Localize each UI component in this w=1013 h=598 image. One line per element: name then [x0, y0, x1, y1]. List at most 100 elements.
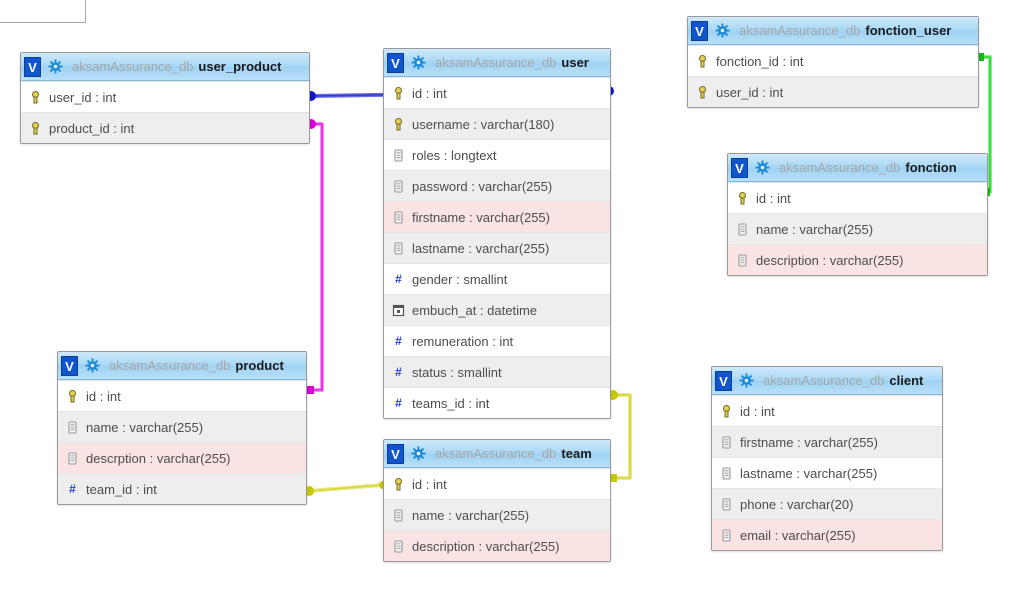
gear-icon[interactable]: [85, 358, 100, 373]
key-icon: [395, 117, 402, 130]
text-icon: [394, 148, 403, 162]
column-row[interactable]: firstname : varchar(255): [712, 426, 942, 457]
column-row[interactable]: user_id : int: [21, 81, 309, 112]
column-row[interactable]: embuch_at : datetime: [384, 294, 610, 325]
column-label: lastname : varchar(255): [740, 465, 878, 481]
column-row[interactable]: name : varchar(255): [58, 411, 306, 442]
column-row[interactable]: product_id : int: [21, 112, 309, 143]
column-row[interactable]: #status : smallint: [384, 356, 610, 387]
view-badge-icon: V: [691, 20, 708, 41]
column-row[interactable]: username : varchar(180): [384, 108, 610, 139]
column-label: firstname : varchar(255): [740, 434, 878, 450]
column-row[interactable]: name : varchar(255): [384, 499, 610, 530]
text-icon: [68, 451, 77, 465]
relation-user-team: [608, 390, 632, 482]
entity-name-label: fonction: [905, 160, 957, 175]
view-badge-icon: V: [387, 52, 404, 73]
column-row[interactable]: roles : longtext: [384, 139, 610, 170]
column-row[interactable]: phone : varchar(20): [712, 488, 942, 519]
column-label: embuch_at : datetime: [412, 302, 538, 318]
number-icon: #: [69, 481, 76, 496]
key-icon: [723, 404, 730, 417]
column-label: id : int: [756, 190, 791, 206]
column-row[interactable]: lastname : varchar(255): [384, 232, 610, 263]
text-icon: [738, 253, 747, 267]
entity-schema-label: aksamAssurance_db: [72, 59, 194, 74]
entity-name-label: product: [235, 358, 284, 373]
column-label: user_id : int: [49, 89, 117, 105]
column-row[interactable]: password : varchar(255): [384, 170, 610, 201]
column-row[interactable]: #teams_id : int: [384, 387, 610, 418]
gear-icon[interactable]: [48, 59, 63, 74]
column-row[interactable]: id : int: [728, 182, 987, 213]
column-row[interactable]: user_id : int: [688, 76, 978, 107]
column-row[interactable]: name : varchar(255): [728, 213, 987, 244]
key-icon: [69, 389, 76, 402]
column-row[interactable]: id : int: [384, 77, 610, 108]
column-row[interactable]: description : varchar(255): [384, 530, 610, 561]
key-icon: [699, 54, 706, 67]
column-label: email : varchar(255): [740, 527, 856, 543]
view-badge-icon: V: [715, 370, 732, 391]
number-icon: #: [395, 333, 402, 348]
column-label: phone : varchar(20): [740, 496, 854, 512]
column-label: description : varchar(255): [756, 252, 904, 268]
gear-icon[interactable]: [739, 373, 754, 388]
column-row[interactable]: lastname : varchar(255): [712, 457, 942, 488]
column-row[interactable]: firstname : varchar(255): [384, 201, 610, 232]
text-icon: [68, 420, 77, 434]
text-icon: [394, 210, 403, 224]
column-label: team_id : int: [86, 481, 157, 497]
column-label: teams_id : int: [412, 395, 490, 411]
key-icon: [32, 121, 39, 134]
gear-icon[interactable]: [411, 446, 426, 461]
column-row[interactable]: id : int: [58, 380, 306, 411]
relation-user_product-product: [306, 119, 324, 394]
column-row[interactable]: id : int: [384, 468, 610, 499]
text-icon: [394, 508, 403, 522]
text-icon: [722, 435, 731, 449]
gear-icon[interactable]: [755, 160, 770, 175]
column-row[interactable]: #gender : smallint: [384, 263, 610, 294]
column-label: id : int: [740, 403, 775, 419]
column-label: id : int: [412, 85, 447, 101]
key-icon: [739, 191, 746, 204]
column-row[interactable]: email : varchar(255): [712, 519, 942, 550]
calendar-icon: [392, 304, 405, 316]
column-row[interactable]: fonction_id : int: [688, 45, 978, 76]
column-row[interactable]: id : int: [712, 395, 942, 426]
key-icon: [699, 85, 706, 98]
key-icon: [32, 90, 39, 103]
gear-icon[interactable]: [411, 55, 426, 70]
entity-schema-label: aksamAssurance_db: [109, 358, 231, 373]
column-label: id : int: [412, 476, 447, 492]
column-row[interactable]: descrption : varchar(255): [58, 442, 306, 473]
entity-schema-label: aksamAssurance_db: [435, 55, 557, 70]
entity-name-label: user: [561, 55, 589, 70]
column-row[interactable]: # team_id : int: [58, 473, 306, 504]
column-label: username : varchar(180): [412, 116, 555, 132]
number-icon: #: [395, 364, 402, 379]
gear-icon[interactable]: [715, 23, 730, 38]
entity-name-label: user_product: [198, 59, 282, 74]
column-row[interactable]: description : varchar(255): [728, 244, 987, 275]
column-label: description : varchar(255): [412, 538, 560, 554]
column-label: id : int: [86, 388, 121, 404]
entity-name-label: client: [889, 373, 924, 388]
column-row[interactable]: #remuneration : int: [384, 325, 610, 356]
